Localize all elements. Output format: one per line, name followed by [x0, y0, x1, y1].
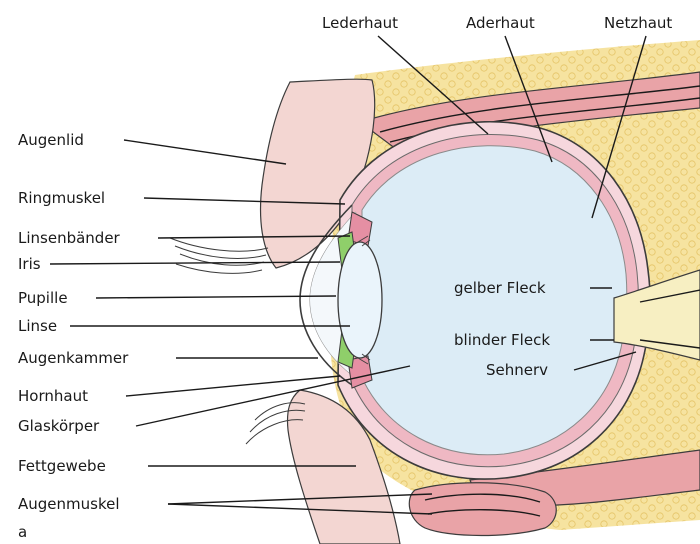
label-gelber-fleck: gelber Fleck — [454, 279, 546, 297]
label-ringmuskel: Ringmuskel — [18, 189, 105, 207]
label-linse: Linse — [18, 317, 57, 335]
label-augenmuskel: Augenmuskel — [18, 495, 120, 513]
label-pupille: Pupille — [18, 289, 68, 307]
vitreous-body — [362, 146, 627, 455]
label-hornhaut: Hornhaut — [18, 387, 88, 405]
label-augenkammer: Augenkammer — [18, 349, 129, 367]
label-glaskoerper: Glaskörper — [18, 417, 100, 435]
label-sehnerv: Sehnerv — [486, 361, 548, 379]
upper-eyelashes — [170, 238, 268, 273]
label-linsenbaender: Linsenbänder — [18, 229, 121, 247]
label-aderhaut: Aderhaut — [466, 14, 535, 32]
label-lederhaut: Lederhaut — [322, 14, 398, 32]
label-fettgewebe: Fettgewebe — [18, 457, 106, 475]
label-iris: Iris — [18, 255, 41, 273]
panel-letter: a — [18, 523, 27, 541]
lens — [338, 242, 382, 358]
label-netzhaut: Netzhaut — [604, 14, 672, 32]
label-blinder-fleck: blinder Fleck — [454, 331, 550, 349]
label-augenlid: Augenlid — [18, 131, 84, 149]
